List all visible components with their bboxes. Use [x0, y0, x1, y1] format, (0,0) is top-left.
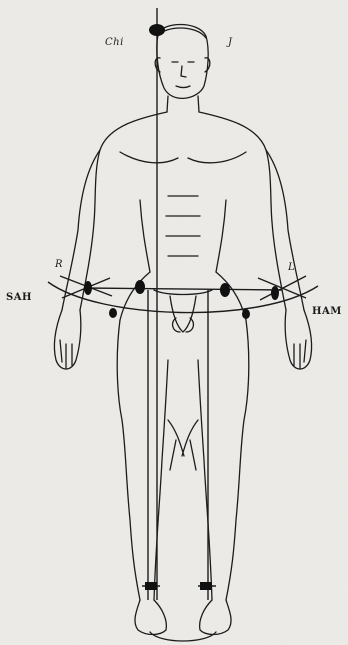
right-lower-marker	[242, 309, 250, 319]
right-ankle-marker	[200, 582, 212, 590]
left-hip-marker	[84, 281, 92, 295]
label-left-marker: R	[55, 259, 63, 270]
label-right-side: HAM	[312, 306, 342, 317]
right-hip-marker	[271, 286, 279, 300]
label-left-side: SAH	[6, 292, 32, 303]
label-top-right: J	[228, 37, 233, 48]
crown-marker	[149, 24, 165, 36]
left-ankle-marker	[145, 582, 157, 590]
left-lower-marker	[109, 308, 117, 318]
label-top-left: Chi	[105, 37, 124, 48]
left-waist-marker	[135, 280, 145, 294]
right-waist-marker	[220, 283, 230, 297]
label-right-marker: L	[288, 262, 295, 273]
